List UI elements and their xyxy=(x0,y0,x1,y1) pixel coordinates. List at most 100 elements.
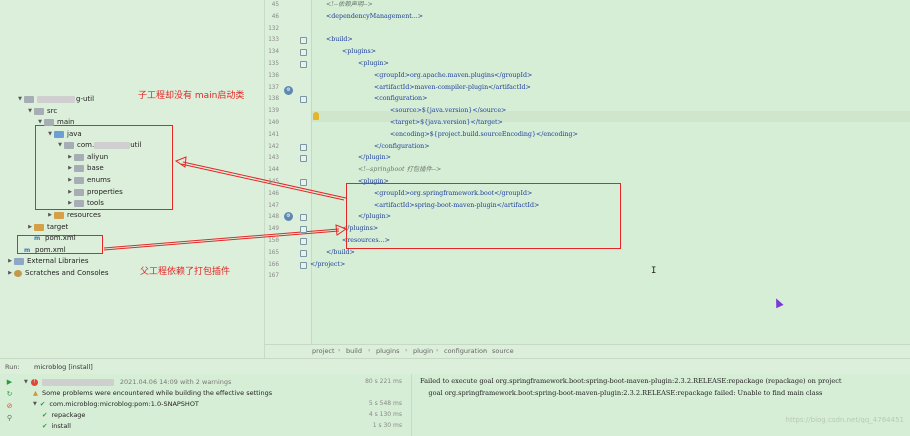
line-number: 146 xyxy=(268,189,279,197)
mouse-cursor xyxy=(772,296,784,309)
chevron-right-icon[interactable]: ▶ xyxy=(28,224,32,230)
line-number: 140 xyxy=(268,119,279,126)
code-line: <artifactId>maven-compiler-plugin</artif… xyxy=(374,83,531,91)
tree-item[interactable]: ▶ External Libraries xyxy=(6,256,89,267)
source-folder-icon xyxy=(54,131,64,138)
tree-item-label: aliyun xyxy=(87,153,109,161)
chevron-right-icon[interactable]: ▶ xyxy=(68,154,72,160)
chevron-down-icon[interactable]: ▼ xyxy=(18,96,22,102)
package-icon xyxy=(64,142,74,149)
run-duration: 1 s 30 ms xyxy=(372,422,402,429)
libraries-icon xyxy=(14,258,24,265)
chevron-right-icon[interactable]: ▶ xyxy=(8,258,12,264)
error-icon: ! xyxy=(30,378,38,386)
intention-bulb-icon[interactable] xyxy=(313,112,319,120)
run-tree-item[interactable]: ✔install xyxy=(42,421,71,431)
run-tree-item[interactable]: ▼! 2021.04.06 14:09 with 2 warnings xyxy=(24,377,231,387)
fold-marker-icon[interactable] xyxy=(300,261,307,269)
fold-marker-icon[interactable] xyxy=(300,226,307,234)
line-number: 142 xyxy=(268,142,279,150)
chevron-right-icon[interactable]: ▶ xyxy=(68,200,72,206)
tree-item-label: target xyxy=(47,223,69,231)
run-tree-item-suffix: 2021.04.06 14:09 with 2 warnings xyxy=(119,378,232,386)
breadcrumb-item[interactable]: build xyxy=(346,347,362,355)
chevron-down-icon[interactable]: ▼ xyxy=(28,108,32,114)
success-check-icon: ✔ xyxy=(42,411,48,419)
fold-marker-icon[interactable] xyxy=(300,49,307,57)
tree-item[interactable]: ▶ target xyxy=(26,222,68,233)
fold-marker-icon[interactable] xyxy=(300,238,307,245)
tree-item[interactable]: ▶ tools xyxy=(66,198,104,209)
chevron-right-icon[interactable]: ▶ xyxy=(48,212,52,218)
fold-marker-icon[interactable] xyxy=(300,37,307,45)
package-icon xyxy=(74,189,84,196)
tree-item-label: src xyxy=(47,107,58,115)
tree-item[interactable]: ▶Scratches and Consoles xyxy=(6,268,109,279)
chevron-right-icon[interactable]: ▶ xyxy=(68,177,72,183)
breadcrumb-item[interactable]: plugins xyxy=(376,347,400,355)
breadcrumb-item[interactable]: configuration xyxy=(444,347,488,355)
rerun-icon[interactable]: ▶ xyxy=(6,378,13,386)
line-number: 138 xyxy=(268,95,279,103)
run-tab[interactable]: microblog [install] xyxy=(34,363,93,371)
tree-item[interactable]: ▶base xyxy=(66,163,104,174)
code-line: </plugins> xyxy=(342,225,379,233)
line-number: 167 xyxy=(268,272,279,280)
tree-item[interactable]: ▼main xyxy=(36,117,75,128)
run-tree-item[interactable]: ✔repackage xyxy=(42,410,85,420)
redacted-text xyxy=(41,378,114,386)
fold-marker-icon[interactable] xyxy=(300,179,307,186)
breadcrumb-item[interactable]: plugin xyxy=(413,347,434,355)
tree-item[interactable]: ▼g-util xyxy=(16,94,94,105)
tree-item-label: tools xyxy=(87,199,104,207)
tree-item[interactable]: ▼com.util xyxy=(56,140,141,151)
fold-marker-icon[interactable] xyxy=(300,61,307,68)
fold-marker-icon[interactable] xyxy=(300,155,307,163)
maven-file-icon: m xyxy=(34,235,41,242)
chevron-down-icon[interactable]: ▼ xyxy=(58,142,62,148)
breadcrumb-separator: › xyxy=(436,347,439,354)
fold-marker-icon[interactable] xyxy=(300,96,307,104)
tree-item-label: External Libraries xyxy=(27,257,89,265)
breadcrumb-item[interactable]: source xyxy=(492,347,514,355)
line-number: 165 xyxy=(268,248,279,256)
maven-plugin-gutter-icon-2[interactable]: ⚙ xyxy=(284,212,293,221)
run-tree-item[interactable]: ▼✔com.microblog:microblog:pom:1.0-SNAPSH… xyxy=(33,399,199,409)
maven-plugin-gutter-icon[interactable]: ⚙ xyxy=(284,86,293,95)
tree-item[interactable]: ▶resources xyxy=(46,210,101,221)
toggle-view-icon[interactable]: ⊘ xyxy=(6,402,13,410)
run-tree-item-label: com.microblog:microblog:pom:1.0-SNAPSHOT xyxy=(49,400,199,408)
code-line: <!--springboot 打包插件--> xyxy=(358,166,442,174)
chevron-down-icon[interactable]: ▼ xyxy=(38,119,42,125)
line-number: 145 xyxy=(268,178,279,185)
success-check-icon: ✔ xyxy=(39,400,46,408)
fold-marker-icon[interactable] xyxy=(300,143,307,151)
tree-item-label: com. xyxy=(77,141,95,149)
pin-icon[interactable]: ⚲ xyxy=(6,414,13,422)
code-line: <groupId>org.apache.maven.plugins</group… xyxy=(374,71,533,79)
fold-marker-icon[interactable] xyxy=(300,214,307,222)
run-toolbar: Run: microblog [install] xyxy=(0,358,910,374)
chevron-down-icon[interactable]: ▼ xyxy=(48,131,52,137)
chevron-right-icon[interactable]: ▶ xyxy=(68,189,72,195)
tree-item[interactable]: ▶enums xyxy=(66,175,111,186)
chevron-right-icon[interactable]: ▶ xyxy=(68,165,72,171)
line-number: 45 xyxy=(271,1,279,8)
chevron-down-icon[interactable]: ▼ xyxy=(24,379,28,385)
success-check-icon: ✔ xyxy=(42,422,48,430)
chevron-down-icon[interactable]: ▼ xyxy=(33,401,37,407)
run-panel xyxy=(0,374,910,436)
breadcrumb-item[interactable]: project xyxy=(312,347,335,355)
tree-item[interactable]: ▶properties xyxy=(66,187,123,198)
stop-icon[interactable]: ↻ xyxy=(6,390,13,398)
chevron-right-icon[interactable]: ▶ xyxy=(8,270,12,276)
tree-item[interactable]: ▶ aliyun xyxy=(66,152,108,163)
redacted-text xyxy=(37,96,75,103)
tree-item[interactable]: ▼ src xyxy=(26,106,57,117)
fold-marker-icon[interactable] xyxy=(300,249,307,257)
run-tree-item[interactable]: ▲Some problems were encountered while bu… xyxy=(33,388,272,398)
tree-item[interactable]: ▼java xyxy=(46,129,82,140)
line-number: 136 xyxy=(268,71,279,79)
